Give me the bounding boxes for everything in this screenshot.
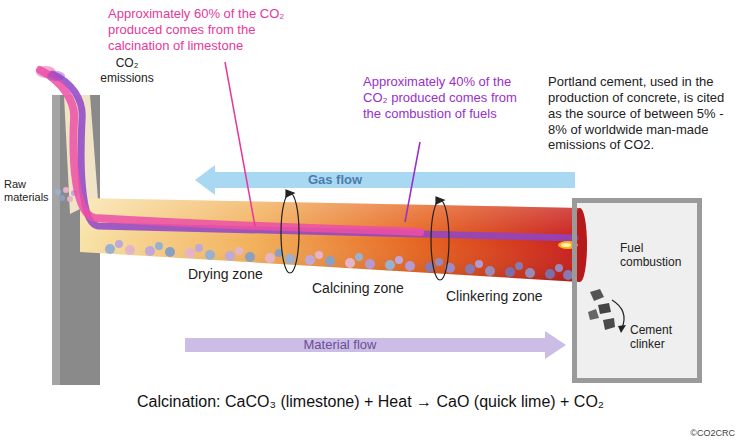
raw-material-feed-part xyxy=(67,196,73,202)
node-text: Cement clinker xyxy=(630,323,700,352)
raw-material-particles-part xyxy=(205,250,215,260)
raw-material-particles-part xyxy=(145,246,155,256)
raw-material-particles-part xyxy=(555,264,563,272)
raw-material-particles-part xyxy=(515,262,523,270)
raw-material-particles-part xyxy=(475,260,483,268)
preheater-tower-part xyxy=(52,95,60,385)
raw-material-particles-part xyxy=(315,251,323,259)
rotary-kiln-part xyxy=(80,198,580,282)
callout-note: Approximately 40% of the CO₂ produced co… xyxy=(363,74,528,122)
rotation-arrows-part xyxy=(281,193,299,273)
raw-material-particles-part xyxy=(435,258,443,266)
cement-clinker-rocks-part xyxy=(588,309,599,320)
raw-material-particles-part xyxy=(405,261,415,271)
raw-material-particles-part xyxy=(125,245,135,255)
fuel-gas-stream-part xyxy=(52,74,575,238)
raw-material-particles-part xyxy=(365,259,375,269)
info-note: Portland cement, used in the production … xyxy=(548,74,736,153)
cement-clinker-rocks xyxy=(588,289,626,333)
raw-material-particles-part xyxy=(235,247,243,255)
combustion-chamber: Fuel combustionCement clinker xyxy=(572,198,702,383)
material-flow-arrow xyxy=(185,331,566,359)
raw-material-particles-part xyxy=(345,258,355,268)
co2-plume-part xyxy=(47,71,65,81)
raw-material-particles-part xyxy=(545,269,555,279)
raw-material-particles-part xyxy=(105,244,115,254)
cement-clinker-rocks-part xyxy=(618,325,626,333)
raw-material-feed-part xyxy=(59,195,65,201)
fuel-chamber-fill xyxy=(572,198,702,383)
raw-material-particles-part xyxy=(485,266,495,276)
co2-plume xyxy=(36,66,65,81)
raw-material-particles-part xyxy=(385,260,395,270)
raw-material-particles-part xyxy=(195,244,203,252)
raw-material-particles-part xyxy=(395,256,403,264)
zone-label: Calcining zone xyxy=(312,280,432,297)
raw-material-particles-part xyxy=(155,242,163,250)
raw-material-particles-part xyxy=(185,248,195,258)
node-text: Fuel combustion xyxy=(620,241,698,270)
emissions-label: CO₂ emissions xyxy=(92,56,162,85)
rotation-arrows-part xyxy=(431,200,449,280)
raw-material-particles-part xyxy=(115,240,123,248)
raw-material-particles-part xyxy=(225,251,235,261)
rotation-arrows-part xyxy=(436,197,444,204)
flow-label: Gas flow xyxy=(295,172,375,188)
raw-material-particles-part xyxy=(305,255,315,265)
input-label: Raw materials xyxy=(4,178,52,205)
fuel-chamber-fill-part xyxy=(572,198,702,383)
cement-clinker-rocks-part xyxy=(590,289,604,301)
raw-material-particles-part xyxy=(165,247,175,257)
raw-material-particles-part xyxy=(245,252,255,262)
cement-clinker-rocks-part xyxy=(598,303,611,314)
raw-material-particles-part xyxy=(525,268,535,278)
raw-material-particles-part xyxy=(325,256,335,266)
flow-label: Material flow xyxy=(270,337,410,353)
raw-material-particles xyxy=(105,240,573,280)
raw-material-particles-part xyxy=(505,267,515,277)
rotary-kiln xyxy=(80,198,587,282)
raw-material-particles-part xyxy=(355,253,363,261)
cement-clinker-rocks-part xyxy=(612,300,624,328)
leader-lines-part xyxy=(225,62,255,226)
rotary-kiln-part xyxy=(80,198,580,282)
cement-clinker-rocks-part xyxy=(603,318,615,330)
flame-part xyxy=(561,243,571,247)
raw-material-particles-part xyxy=(265,253,275,263)
raw-material-feed-part xyxy=(63,187,69,193)
raw-material-particles-part xyxy=(465,264,475,274)
raw-material-feed-part xyxy=(55,189,61,195)
rotation-arrows xyxy=(281,190,449,280)
material-flow-arrow-part xyxy=(185,331,566,359)
zone-label: Clinkering zone xyxy=(446,288,571,305)
gas-flow-arrow xyxy=(195,165,575,195)
zone-label: Drying zone xyxy=(188,266,288,283)
equation-caption: Calcination: CaCO₃ (limestone) + Heat → … xyxy=(0,392,741,412)
copyright-label: ©CO2CRC xyxy=(640,428,735,439)
leader-lines-part xyxy=(405,142,420,222)
fuel-gas-stream xyxy=(52,74,575,238)
gas-flow-arrow-part xyxy=(195,165,575,195)
rotation-arrows-part xyxy=(286,190,294,197)
raw-material-particles-part xyxy=(285,254,295,264)
callout-note: Approximately 60% of the CO₂ produced co… xyxy=(108,6,308,54)
